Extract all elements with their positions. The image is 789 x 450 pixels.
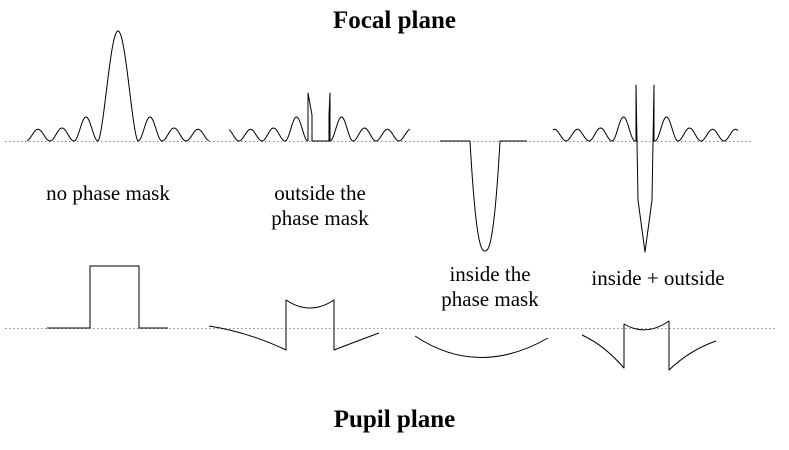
focal-profile-no-mask (26, 30, 210, 142)
panel-label-line: outside the (274, 181, 366, 205)
focal-plane-title: Focal plane (333, 7, 456, 34)
focal-profile-outside-mask (228, 92, 411, 142)
focal-profile-inside-plus-outside (552, 84, 739, 253)
panel-label-outside-phase-mask: outside the phase mask (230, 181, 410, 231)
pupil-profile-inside-plus-outside (581, 320, 717, 371)
pupil-profile-outside-mask (208, 299, 380, 351)
pupil-profile-no-mask (47, 265, 168, 329)
panel-label-inside-phase-mask: inside the phase mask (400, 262, 580, 312)
panel-label-line: phase mask (271, 206, 369, 231)
pupil-profile-inside-mask (414, 335, 549, 358)
panel-label-no-phase-mask: no phase mask (18, 181, 198, 206)
panel-label-inside-plus-outside: inside + outside (560, 266, 756, 291)
panel-label-line: phase mask (441, 287, 539, 312)
panel-label-line: no phase mask (46, 181, 170, 205)
panel-label-line: inside + outside (591, 266, 725, 290)
panel-label-line: inside the (449, 262, 531, 286)
pupil-plane-title: Pupil plane (333, 406, 456, 433)
focal-profile-inside-mask (440, 140, 527, 252)
